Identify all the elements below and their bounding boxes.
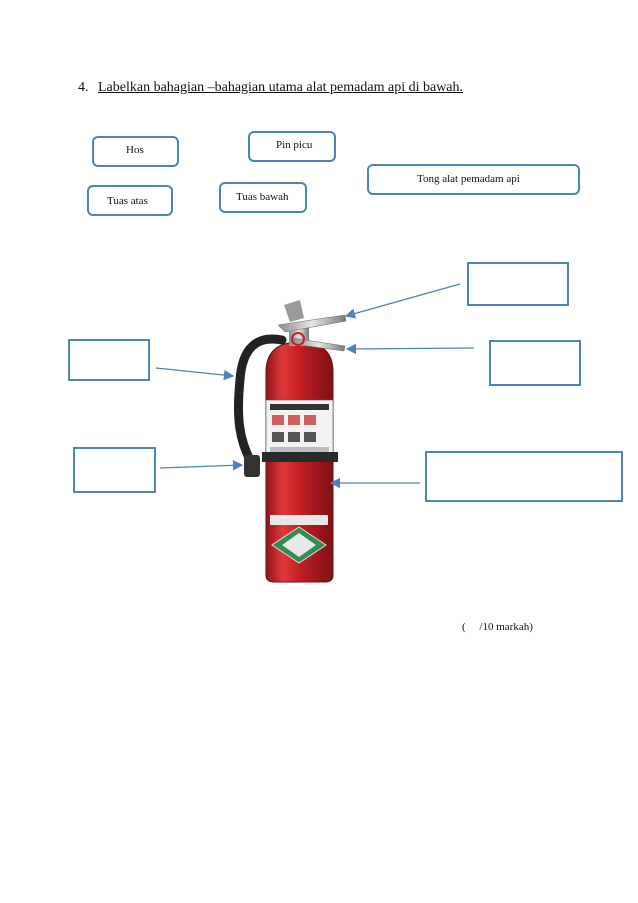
marks-total: ( /10 markah): [462, 621, 533, 633]
word-box-tong: Tong alat pemadam api: [367, 164, 580, 195]
word-label: Hos: [126, 144, 144, 156]
brand-label: [270, 515, 328, 525]
word-label: Tuas bawah: [236, 191, 289, 203]
question-number: 4.: [78, 80, 89, 95]
arrow-to-lower-lever: [345, 343, 475, 355]
word-box-pin-picu: Pin picu: [248, 131, 336, 162]
arrow-to-hose: [155, 367, 235, 381]
answer-box-1: [467, 262, 569, 306]
lever-top-plate: [284, 300, 304, 322]
bracket-band: [262, 452, 338, 462]
answer-box-2: [68, 339, 150, 381]
hose: [234, 334, 287, 465]
word-label: Pin picu: [276, 139, 313, 151]
word-label: Tong alat pemadam api: [417, 173, 520, 185]
arrow-to-upper-lever: [344, 283, 461, 319]
question-text: Labelkan bahagian –bahagian utama alat p…: [98, 80, 464, 95]
answer-box-4: [73, 447, 156, 493]
word-label: Tuas atas: [107, 195, 148, 207]
arrow-to-nozzle: [159, 460, 244, 471]
word-box-tuas-bawah: Tuas bawah: [219, 182, 307, 213]
word-box-hos: Hos: [92, 136, 179, 167]
answer-box-3: [489, 340, 581, 386]
word-box-tuas-atas: Tuas atas: [87, 185, 173, 216]
hose-nozzle: [244, 455, 260, 477]
question: 4. Labelkan bahagian –bahagian utama ala…: [78, 80, 463, 96]
answer-box-5: [425, 451, 623, 502]
upper-lever: [277, 314, 347, 333]
pull-pin-ring: [291, 332, 305, 346]
